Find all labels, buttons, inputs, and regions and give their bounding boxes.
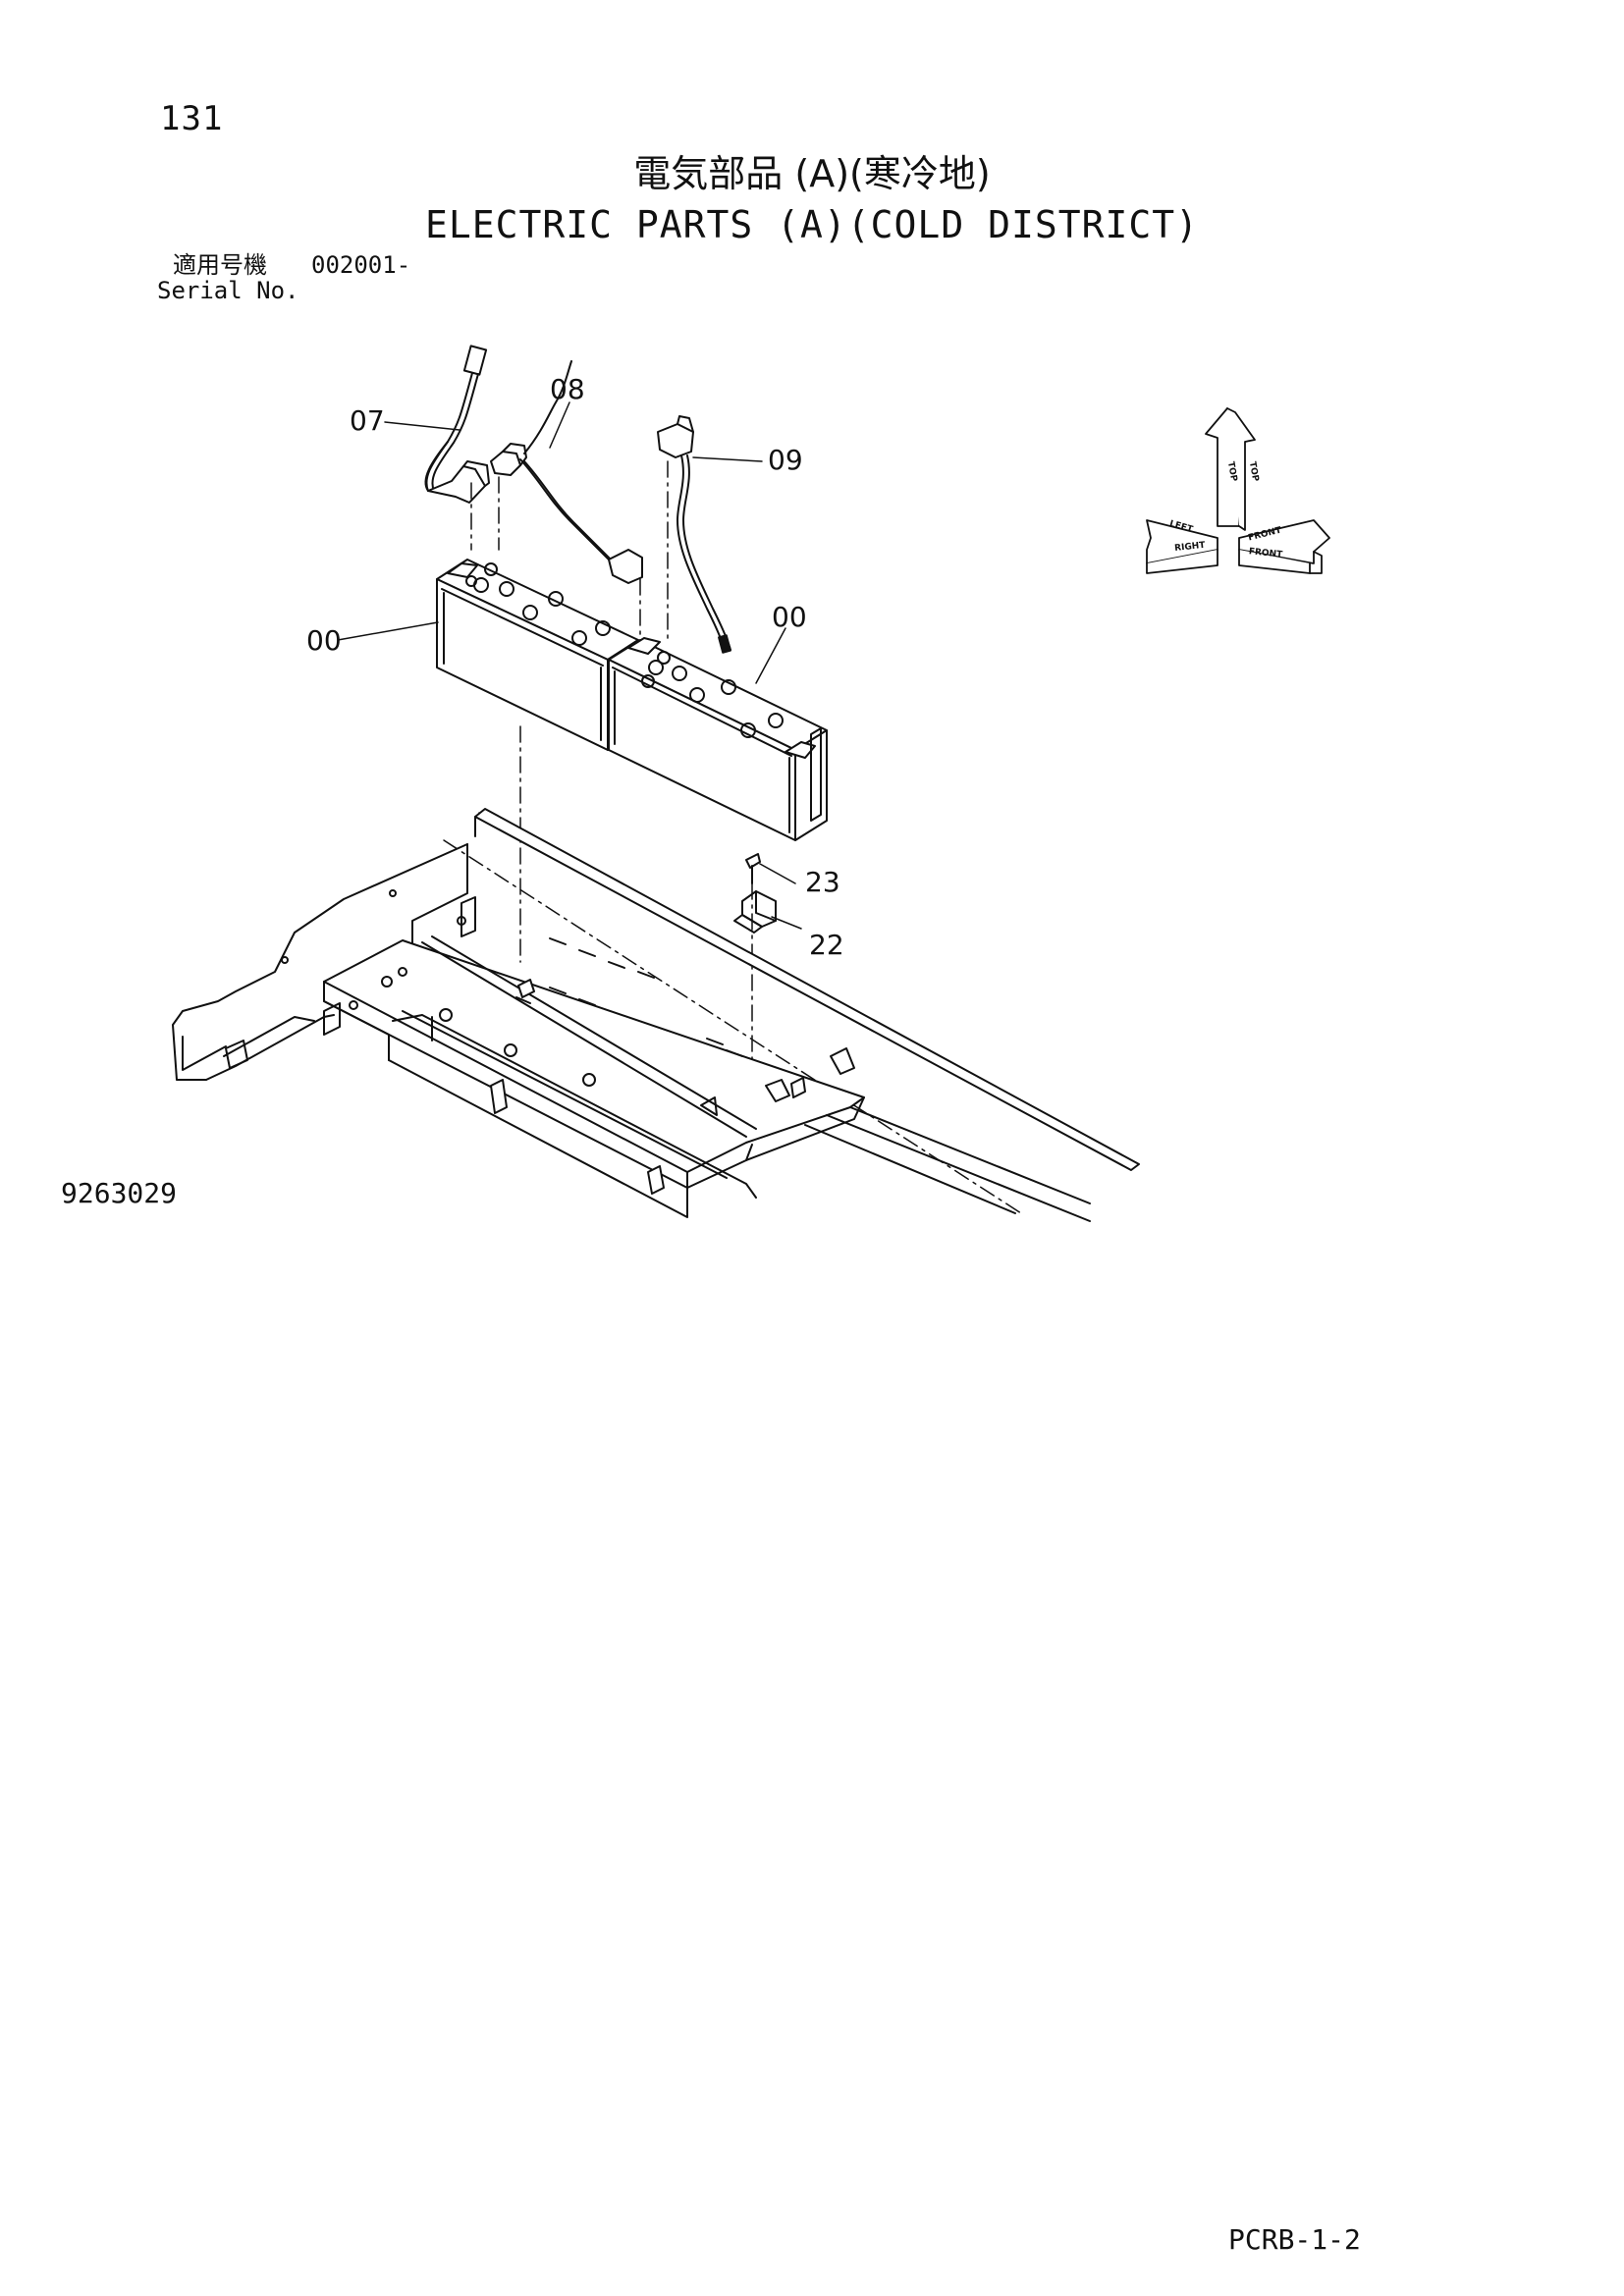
orientation-indicator — [1146, 407, 1330, 574]
callout-00-right: 00 — [772, 601, 807, 633]
bracket-22 — [733, 890, 777, 934]
leader-lines — [337, 401, 802, 930]
title-english: ELECTRIC PARTS (A)(COLD DISTRICT) — [425, 203, 1199, 246]
orient-front-lower: FRONT — [1248, 547, 1283, 561]
orient-top-left: TOP — [1225, 460, 1238, 482]
serial-label-japanese: 適用号機 — [173, 251, 267, 279]
orientation-labels: TOP TOP LEFT RIGHT FRONT FRONT — [1168, 460, 1284, 560]
callout-09: 09 — [768, 444, 803, 476]
cable-07 — [424, 345, 490, 504]
battery-right — [608, 637, 828, 841]
callout-07: 07 — [350, 404, 385, 437]
callout-23: 23 — [805, 866, 840, 898]
callout-labels: 07 08 09 00 00 23 22 — [306, 373, 844, 961]
orient-right: RIGHT — [1174, 541, 1207, 554]
orient-top-right: TOP — [1247, 460, 1260, 482]
document-code: PCRB-1-2 — [1228, 2223, 1361, 2256]
cable-09 — [657, 415, 731, 654]
serial-label-english: Serial No. — [157, 277, 299, 304]
figure-number: 9263029 — [61, 1177, 178, 1209]
page-number: 131 — [160, 99, 224, 138]
callout-22: 22 — [809, 929, 844, 961]
cable-08 — [490, 360, 643, 584]
callout-00-left: 00 — [306, 624, 342, 657]
title-japanese: 電気部品 (A)(寒冷地) — [633, 152, 991, 195]
frame-structure — [172, 808, 1140, 1222]
callout-08: 08 — [550, 373, 585, 405]
serial-value: 002001- — [311, 251, 411, 279]
bolt-23 — [745, 853, 761, 884]
